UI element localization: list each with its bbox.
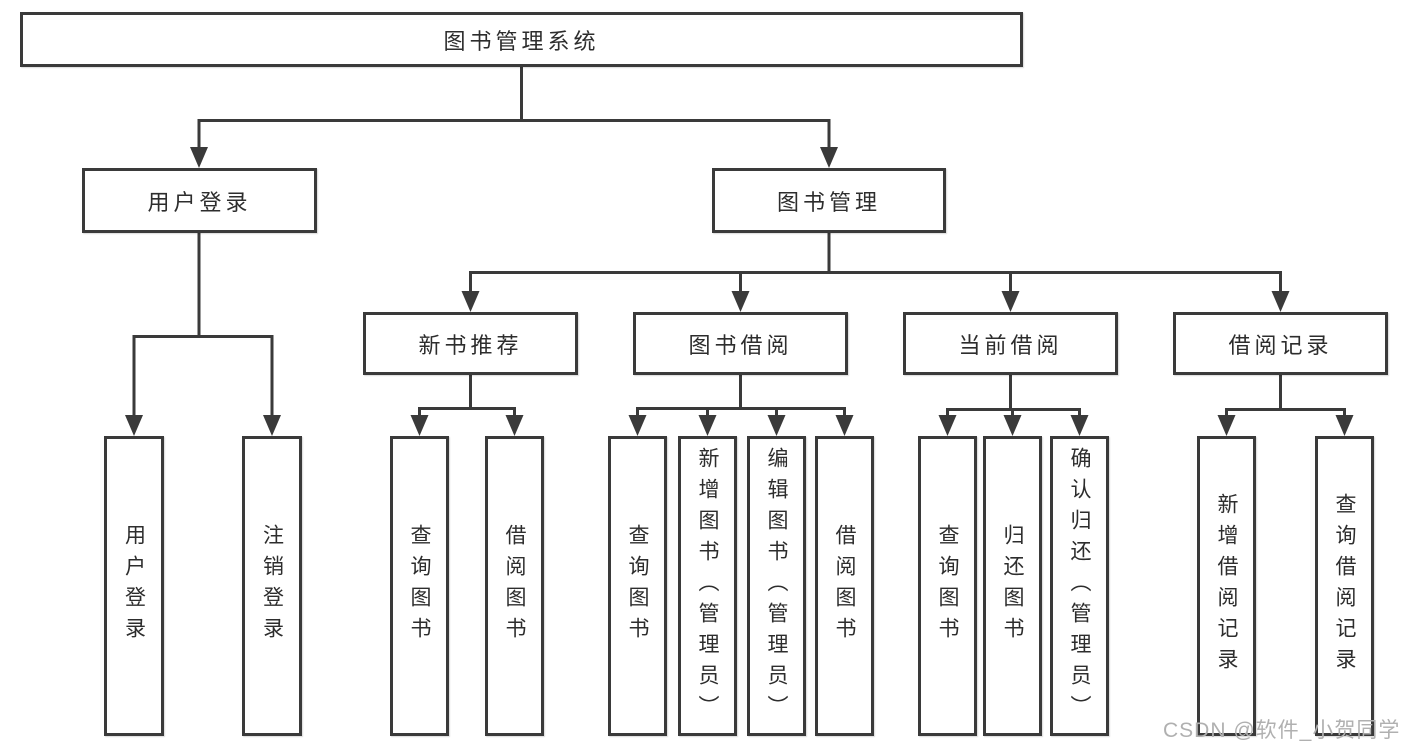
- arrowheads-level4: [125, 415, 1354, 436]
- node-library-management-system: 图书管理系统: [20, 12, 1023, 67]
- connector-borrow-records-children: [1225, 375, 1346, 416]
- leaf-query-books-borrow: 查询图书: [608, 436, 667, 736]
- leaf-confirm-return-admin: 确认归还（管理员）: [1050, 436, 1109, 736]
- connector-new-book-recommend-children: [418, 375, 516, 416]
- node-book-management: 图书管理: [712, 168, 946, 233]
- node-current-borrow: 当前借阅: [903, 312, 1118, 375]
- leaf-add-books-admin: 新增图书（管理员）: [678, 436, 737, 736]
- leaf-label: 借阅图书: [833, 524, 856, 648]
- connector-current-borrow-children: [946, 375, 1081, 416]
- leaf-label: 查询图书: [936, 524, 959, 648]
- node-new-book-recommend: 新书推荐: [363, 312, 578, 375]
- arrowheads-level3: [461, 291, 1290, 312]
- leaf-label: 借阅图书: [503, 524, 526, 648]
- leaf-query-books-recommend: 查询图书: [390, 436, 449, 736]
- leaf-label: 注销登录: [260, 524, 284, 648]
- leaf-label: 新增图书（管理员）: [696, 446, 719, 726]
- leaf-label: 用户登录: [122, 524, 146, 648]
- node-label: 当前借阅: [958, 332, 1063, 358]
- leaf-borrow-books-recommend: 借阅图书: [485, 436, 544, 736]
- connector-book-borrow-children: [636, 375, 846, 416]
- connector-root-to-level2: [197, 67, 831, 149]
- leaf-label: 查询借阅记录: [1333, 493, 1356, 679]
- leaf-label: 归还图书: [1001, 524, 1024, 648]
- leaf-label: 新增借阅记录: [1215, 493, 1238, 679]
- leaf-label: 确认归还（管理员）: [1068, 446, 1091, 726]
- node-label: 新书推荐: [418, 332, 523, 358]
- leaf-borrow-books: 借阅图书: [815, 436, 874, 736]
- connector-book-management-children: [469, 233, 1282, 293]
- leaf-label: 编辑图书（管理员）: [765, 446, 788, 726]
- node-label: 图书管理系统: [443, 28, 600, 54]
- node-label: 借阅记录: [1228, 332, 1333, 358]
- node-label: 用户登录: [147, 189, 252, 215]
- node-label: 图书借阅: [688, 332, 793, 358]
- node-book-borrow: 图书借阅: [633, 312, 848, 375]
- leaf-user-login: 用户登录: [104, 436, 164, 736]
- leaf-return-books: 归还图书: [983, 436, 1042, 736]
- leaf-edit-books-admin: 编辑图书（管理员）: [747, 436, 806, 736]
- arrowheads-level2: [190, 147, 838, 168]
- leaf-label: 查询图书: [626, 524, 649, 648]
- leaf-query-borrow-record: 查询借阅记录: [1315, 436, 1374, 736]
- connector-user-login-children: [132, 233, 274, 416]
- leaf-label: 查询图书: [408, 524, 431, 648]
- csdn-watermark: CSDN @软件_小贺同学: [1163, 719, 1401, 742]
- node-user-login: 用户登录: [82, 168, 317, 233]
- node-borrow-records: 借阅记录: [1173, 312, 1388, 375]
- leaf-query-books-current: 查询图书: [918, 436, 977, 736]
- leaf-add-borrow-record: 新增借阅记录: [1197, 436, 1256, 736]
- node-label: 图书管理: [776, 189, 881, 215]
- leaf-logout: 注销登录: [242, 436, 302, 736]
